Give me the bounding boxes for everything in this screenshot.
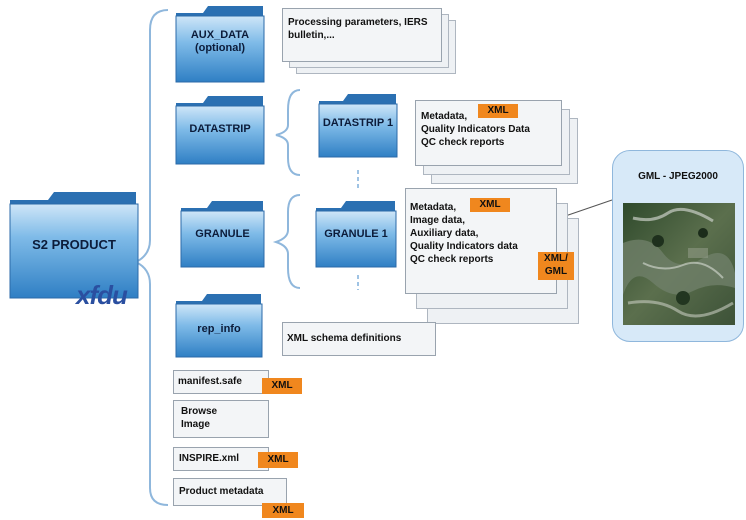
granule-xml-gml-tag: XML/ GML — [538, 252, 574, 280]
aux-data-folder[interactable]: AUX_DATA (optional) — [175, 5, 265, 83]
granule-1-folder[interactable]: GRANULE 1 — [315, 200, 397, 268]
aux-data-document-stack[interactable]: Processing parameters, IERS bulletin,... — [282, 8, 457, 76]
inspire-xml-tag: XML — [258, 452, 298, 468]
product-metadata-document[interactable]: Product metadata — [173, 478, 291, 510]
product-metadata-xml-tag: XML — [262, 503, 304, 518]
browse-image-document-text: Browse Image — [181, 406, 218, 430]
s2-product-folder[interactable]: S2 PRODUCT xfdu — [8, 190, 140, 310]
inspire-document-text: INSPIRE.xml — [179, 453, 240, 464]
gml-jpeg2000-callout: GML - JPEG2000 — [612, 150, 744, 342]
folder-icon — [175, 96, 265, 165]
granule-1-label: GRANULE 1 — [324, 228, 388, 240]
granule-label: GRANULE — [195, 228, 250, 240]
datastrip-label: DATASTRIP — [189, 123, 251, 135]
datastrip-1-folder[interactable]: DATASTRIP 1 — [318, 93, 398, 158]
xfdu-logo: xfdu — [76, 280, 128, 310]
folder-icon — [315, 201, 397, 268]
aux-data-label: AUX_DATA (optional) — [190, 29, 250, 54]
product-metadata-document-text: Product metadata — [179, 486, 264, 497]
folder-icon — [175, 6, 265, 83]
folder-icon — [180, 201, 265, 268]
rep-info-document-stack[interactable]: XML schema definitions — [282, 322, 440, 358]
rep-info-folder[interactable]: rep_info — [175, 293, 263, 358]
granule-document-text: Metadata, Image data, Auxiliary data, Qu… — [410, 202, 518, 265]
datastrip-document-text: Metadata, Quality Indicators Data QC che… — [421, 111, 530, 148]
browse-image-document[interactable]: Browse Image — [173, 400, 271, 440]
manifest-document-text: manifest.safe — [178, 376, 242, 387]
datastrip-1-label: DATASTRIP 1 — [322, 117, 394, 129]
rep-info-document-text: XML schema definitions — [287, 333, 402, 344]
callout-title: GML - JPEG2000 — [638, 171, 718, 182]
inspire-document[interactable]: INSPIRE.xml — [173, 447, 271, 473]
satellite-image-icon — [623, 203, 735, 325]
s2-product-label: S2 PRODUCT — [32, 237, 116, 252]
folder-icon — [318, 94, 398, 158]
folder-icon — [9, 192, 139, 299]
manifest-xml-tag: XML — [262, 378, 302, 394]
folder-icon — [175, 294, 263, 358]
datastrip-xml-tag: XML — [478, 104, 518, 118]
manifest-document[interactable]: manifest.safe — [173, 370, 271, 396]
rep-info-label: rep_info — [197, 323, 241, 335]
datastrip-folder[interactable]: DATASTRIP — [175, 95, 265, 165]
granule-folder[interactable]: GRANULE — [180, 200, 265, 268]
granule-xml-tag: XML — [470, 198, 510, 212]
aux-data-document-text: Processing parameters, IERS bulletin,... — [288, 17, 428, 41]
